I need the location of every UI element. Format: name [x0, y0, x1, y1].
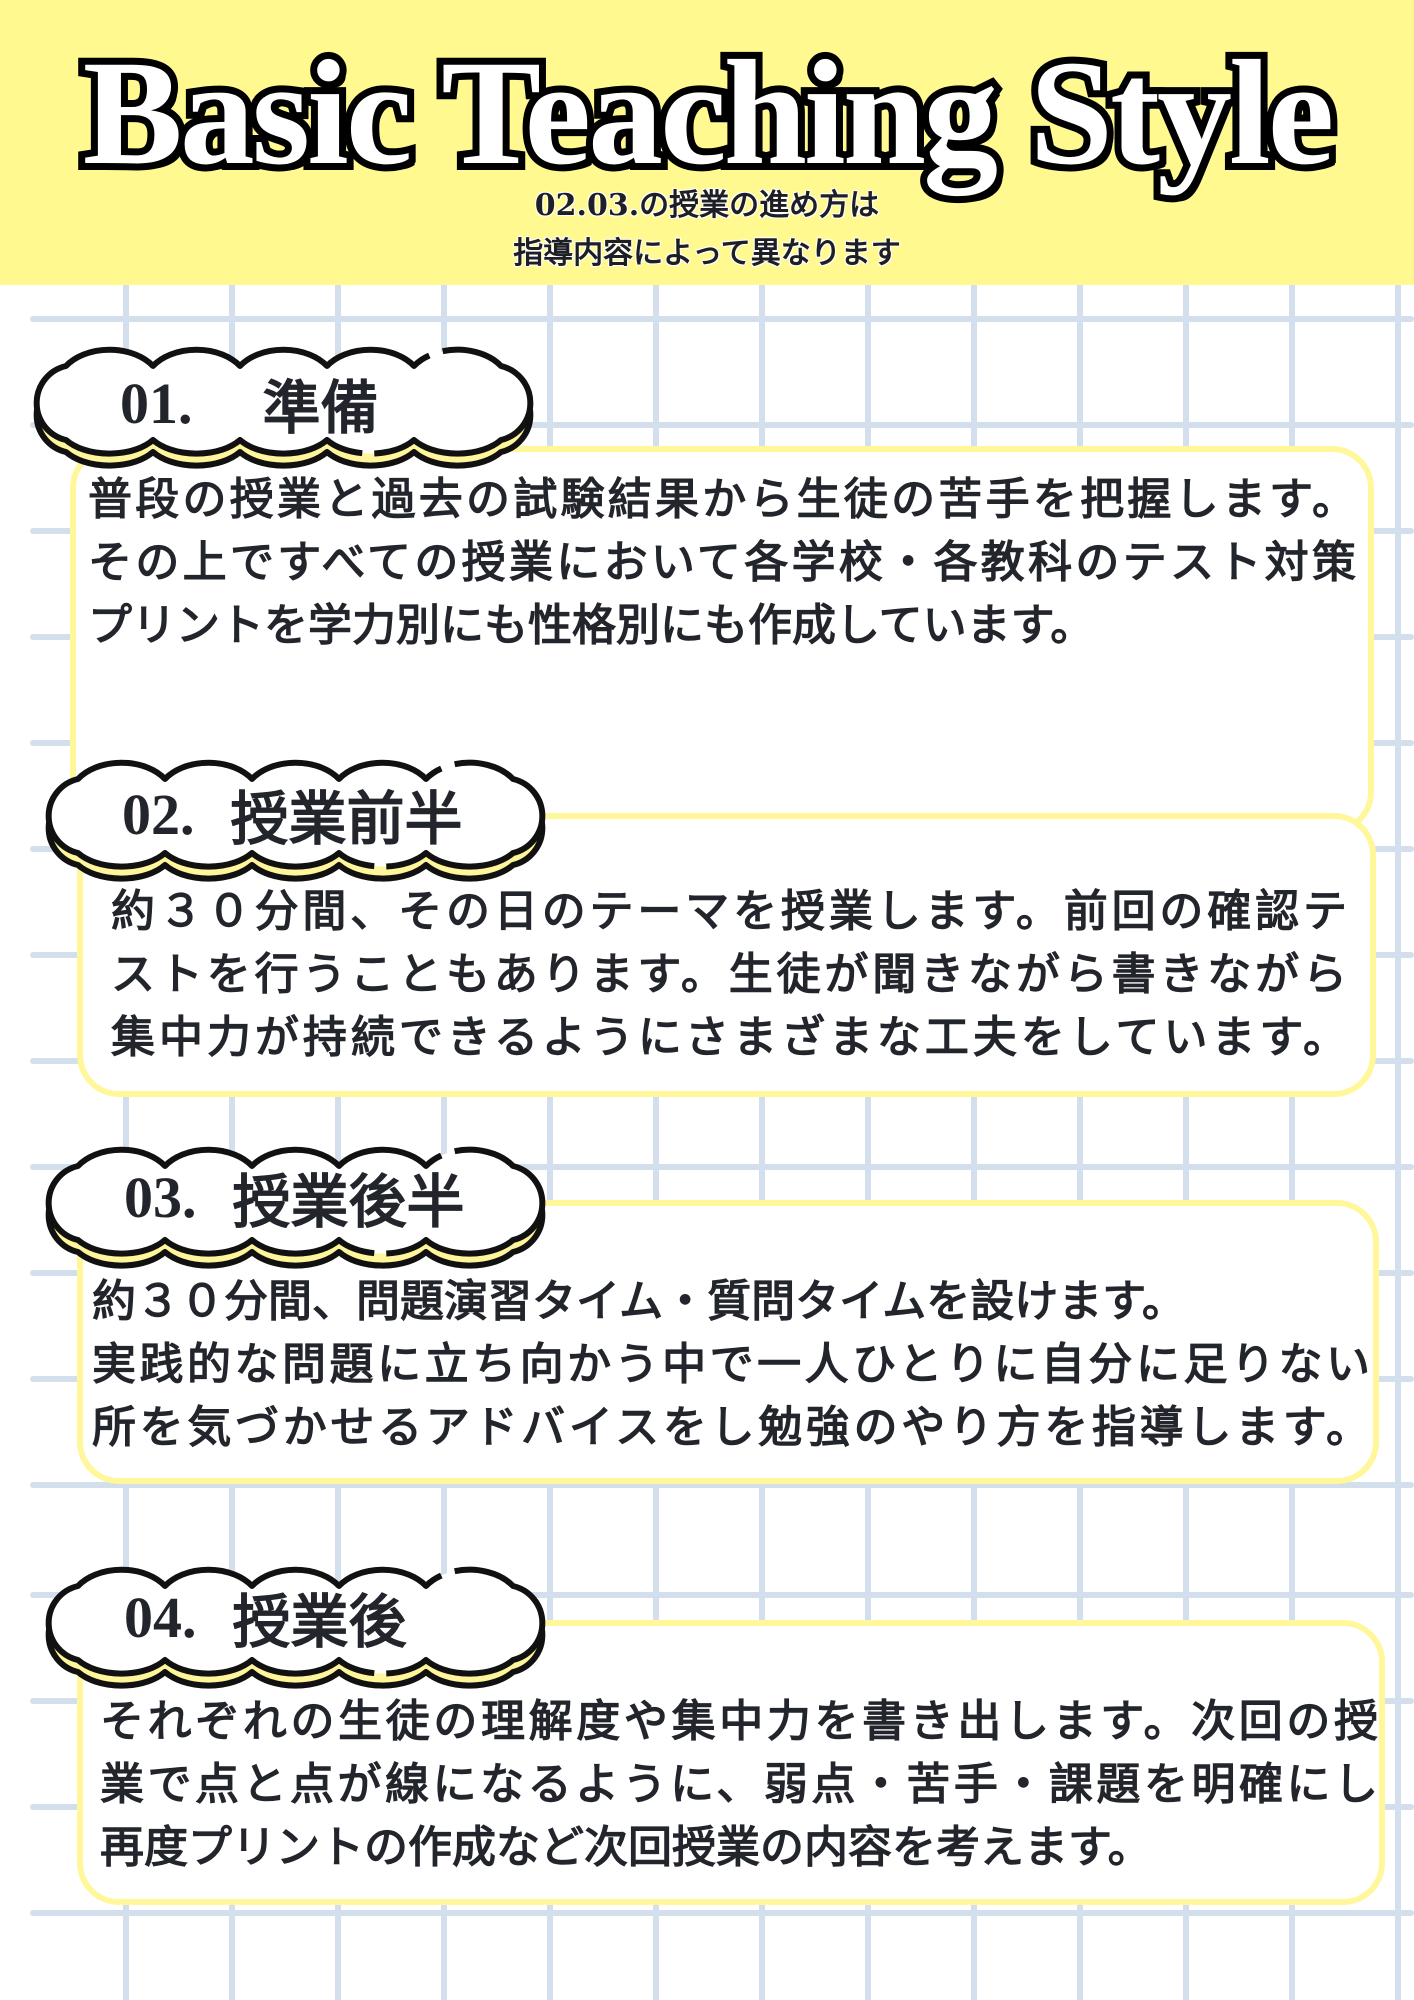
subtitle-line-1: 02.03.の授業の進め方は: [534, 188, 880, 223]
section-heading-01: 01. 準備: [120, 338, 379, 468]
scalloped-cloud-icon: [45, 1146, 546, 1269]
scalloped-cloud-icon: [45, 1566, 546, 1689]
grid-line-vertical: [335, 285, 341, 2000]
body-line: それぞれの生徒の理解度や集中力を書き出します。次回の授: [100, 1696, 1378, 1747]
section-title: 授業前半: [230, 785, 463, 853]
section-number: 04.: [124, 1584, 197, 1650]
section-title: 準備: [262, 374, 379, 442]
section-title: 授業後: [232, 1588, 407, 1656]
body-line: 業で点と点が線になるように、弱点・苦手・課題を明確にし: [100, 1759, 1378, 1810]
subtitle-line-2: 指導内容によって異なります: [513, 236, 901, 271]
section-label-bubble-04: 04. 授業後: [34, 1542, 559, 1692]
body-line: 再度プリントの作成など次回授業の内容を考えます。: [100, 1822, 1152, 1873]
section-title: 授業後半: [232, 1168, 465, 1236]
grid-line-vertical: [759, 285, 765, 2000]
grid-line-horizontal: [30, 1910, 1414, 1916]
section-body-04: それぞれの生徒の理解度や集中力を書き出します。次回の授 業で点と点が線になるよう…: [100, 1690, 1378, 1879]
page-subtitle: 02.03.の授業の進め方は 指導内容によって異なります: [0, 182, 1414, 278]
scalloped-cloud-icon: [45, 759, 546, 882]
section-number: 03.: [124, 1164, 197, 1230]
body-line: ストを行うこともあります。生徒が聞きながら書きながら: [111, 949, 1347, 1000]
section-number: 02.: [122, 781, 195, 847]
grid-line-horizontal: [30, 422, 1414, 428]
grid-line-horizontal: [30, 316, 1414, 322]
grid-line-horizontal: [30, 1482, 1414, 1488]
grid-line-vertical: [547, 285, 553, 2000]
grid-line-vertical: [1289, 285, 1295, 2000]
grid-line-vertical: [1183, 285, 1189, 2000]
section-body-01: 普段の授業と過去の試験結果から生徒の苦手を把握します。 その上ですべての授業にお…: [88, 468, 1356, 657]
body-line: 約３０分間、その日のテーマを授業します。前回の確認テ: [111, 886, 1347, 937]
body-line: プリントを学力別にも性格別にも作成しています。: [88, 600, 1095, 651]
body-line: その上ですべての授業において各学校・各教科のテスト対策: [88, 537, 1356, 588]
scalloped-cloud-icon: [33, 346, 534, 469]
body-line: 約３０分間、問題演習タイム・質問タイムを設けます。: [92, 1276, 1186, 1327]
section-label-bubble-03: 03. 授業後半: [34, 1122, 559, 1272]
grid-line-vertical: [865, 285, 871, 2000]
grid-line-vertical: [653, 285, 659, 2000]
body-line: 普段の授業と過去の試験結果から生徒の苦手を把握します。: [88, 474, 1356, 525]
grid-line-vertical: [1077, 285, 1083, 2000]
body-line: 集中力が持続できるようにさまざまな工夫をしています。: [111, 1012, 1347, 1063]
grid-line-vertical: [1395, 285, 1401, 2000]
grid-line-vertical: [123, 285, 129, 2000]
section-heading-04: 04. 授業後: [124, 1552, 407, 1682]
body-line: 所を気づかせるアドバイスをし勉強のやり方を指導します。: [92, 1402, 1370, 1453]
section-label-bubble-02: 02. 授業前半: [34, 735, 559, 885]
section-heading-02: 02. 授業前半: [122, 749, 463, 879]
body-line: 実践的な問題に立ち向かう中で一人ひとりに自分に足りない: [92, 1339, 1370, 1390]
grid-line-horizontal: [30, 1164, 1414, 1170]
section-body-02: 約３０分間、その日のテーマを授業します。前回の確認テ ストを行うこともあります。…: [111, 880, 1347, 1069]
section-number: 01.: [120, 370, 193, 436]
grid-line-horizontal: [30, 1592, 1414, 1598]
section-body-03: 約３０分間、問題演習タイム・質問タイムを設けます。 実践的な問題に立ち向かう中で…: [92, 1270, 1370, 1459]
section-heading-03: 03. 授業後半: [124, 1132, 465, 1262]
section-label-bubble-01: 01. 準備: [22, 322, 547, 472]
page-title: Basic Teaching Style: [76, 23, 1342, 203]
header-banner: Basic Teaching Style 02.03.の授業の進め方は 指導内容…: [0, 0, 1414, 285]
grid-line-vertical: [229, 285, 235, 2000]
grid-line-vertical: [441, 285, 447, 2000]
grid-line-vertical: [971, 285, 977, 2000]
